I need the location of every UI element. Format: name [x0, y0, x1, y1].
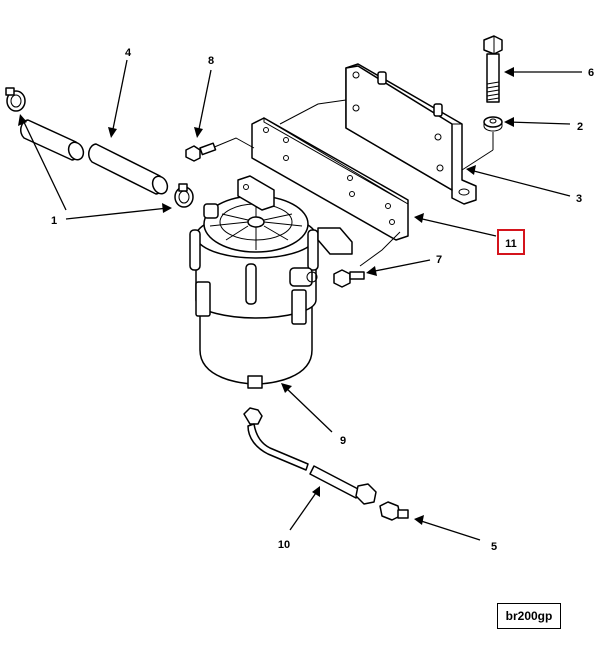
mounting-plate-icon: [251, 117, 409, 241]
fuel-line-icon: [243, 407, 377, 505]
callout-7: 7: [436, 254, 442, 266]
fitting-icon: [379, 501, 409, 521]
bolt-icon: [333, 269, 365, 288]
callout-3: 3: [576, 193, 582, 205]
washer-icon: [483, 116, 503, 132]
callout-2: 2: [577, 121, 583, 133]
leader-lines: [18, 59, 582, 541]
callout-5: 5: [491, 541, 497, 553]
reference-code-box: br200gp: [497, 603, 561, 629]
highlight-box-11: [497, 229, 525, 255]
hose-icon: [20, 119, 169, 195]
callout-4: 4: [125, 47, 132, 59]
callout-10: 10: [278, 539, 290, 551]
clamp-icon: [174, 183, 194, 208]
callout-1: 1: [51, 215, 57, 227]
fuel-filter-icon: [189, 175, 353, 389]
callout-11: 11: [505, 238, 517, 250]
callout-6: 6: [588, 67, 594, 79]
callout-9: 9: [340, 435, 346, 447]
clamp-icon: [5, 87, 26, 112]
reference-code: br200gp: [505, 609, 553, 623]
mounting-bracket-icon: [345, 63, 477, 205]
bolt-icon: [185, 142, 217, 162]
callout-labels: 1 2 3 4 5 6 7 8 9 10 11: [51, 47, 594, 553]
callout-8: 8: [208, 55, 214, 67]
alignment-lines: [211, 99, 494, 267]
bolt-icon: [483, 35, 503, 103]
